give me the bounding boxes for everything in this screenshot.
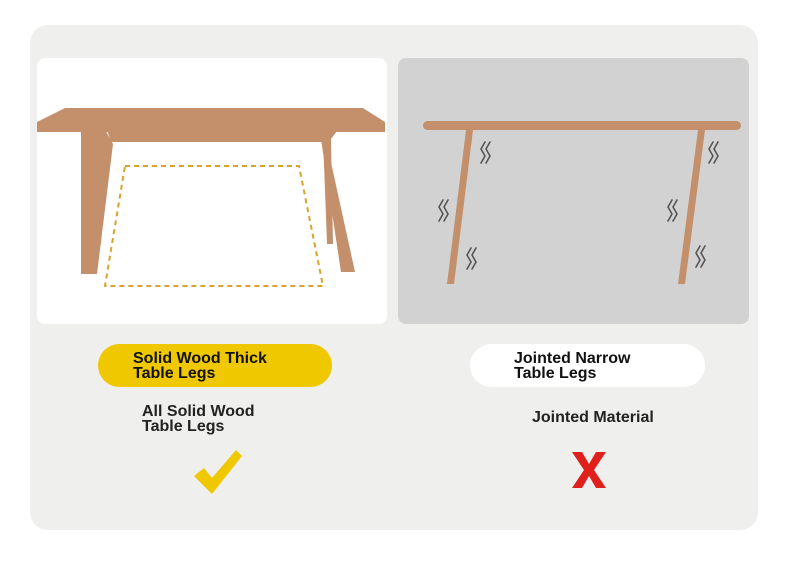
cross-icon <box>572 452 606 488</box>
jointed-table-image <box>398 58 749 324</box>
wobble-icon <box>708 141 719 164</box>
solid-desc-line1: All Solid Wood <box>142 403 255 420</box>
wobble-icon <box>667 199 678 222</box>
jointed-legs-label-line1: Jointed Narrow <box>514 350 631 367</box>
checkmark-icon <box>194 450 242 494</box>
solid-material-description: All Solid Wood Table Legs <box>142 403 255 435</box>
front-leg-right <box>319 126 355 272</box>
table-apron <box>107 130 333 142</box>
jointed-legs-label-line2: Table Legs <box>514 365 597 382</box>
solid-desc-line2: Table Legs <box>142 418 225 435</box>
solid-legs-label-line1: Solid Wood Thick <box>133 350 267 367</box>
wobble-icon <box>480 141 491 164</box>
dashed-floor-outline <box>103 165 325 287</box>
wobble-icon <box>438 199 449 222</box>
thin-leg-right <box>678 130 705 284</box>
wobble-icon <box>695 245 706 268</box>
thin-leg-left <box>447 130 473 284</box>
wobble-icon <box>466 247 477 270</box>
front-leg-left <box>81 126 113 274</box>
jointed-legs-label: Jointed Narrow Table Legs <box>470 344 705 387</box>
tabletop-thin <box>423 121 741 130</box>
jointed-material-description: Jointed Material <box>532 409 654 426</box>
solid-legs-label: Solid Wood Thick Table Legs <box>98 344 332 387</box>
solid-table-image <box>37 58 387 324</box>
solid-legs-label-line2: Table Legs <box>133 365 216 382</box>
tabletop <box>37 108 385 132</box>
